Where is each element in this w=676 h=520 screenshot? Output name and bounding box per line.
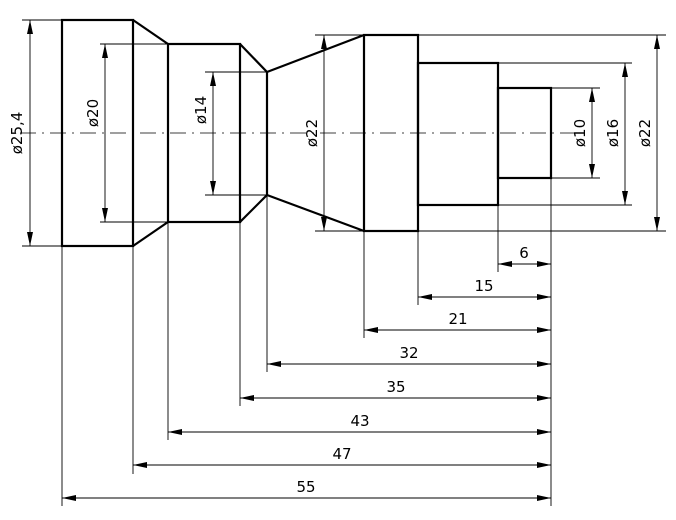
label-d10: ø10 — [571, 119, 589, 147]
label-d14: ø14 — [192, 96, 210, 124]
chamfer-bot-2 — [239, 194, 268, 223]
label-d22-right: ø22 — [636, 119, 654, 147]
part-outline — [60, 18, 553, 248]
label-len-6: 6 — [519, 244, 529, 262]
label-len-47: 47 — [332, 445, 351, 463]
label-len-43: 43 — [350, 412, 369, 430]
diameter-dims — [27, 20, 660, 246]
label-d20: ø20 — [84, 99, 102, 127]
label-len-15: 15 — [474, 277, 493, 295]
section-d16 — [416, 61, 500, 207]
label-d22-mid: ø22 — [303, 119, 321, 147]
taper-top — [266, 33, 365, 74]
chamfer-top-2 — [239, 43, 268, 73]
section-d10 — [496, 86, 553, 180]
label-d16: ø16 — [604, 119, 622, 147]
label-len-55: 55 — [296, 478, 315, 496]
label-len-21: 21 — [448, 310, 467, 328]
length-dims — [62, 261, 551, 501]
section-d20 — [166, 42, 242, 224]
taper-bot — [266, 193, 365, 233]
chamfer-top-1 — [132, 19, 169, 45]
label-len-32: 32 — [399, 344, 418, 362]
section-d25-4 — [60, 18, 135, 248]
label-d25-4: ø25,4 — [8, 112, 26, 155]
label-len-35: 35 — [386, 378, 405, 396]
chamfer-bot-1 — [132, 221, 169, 247]
extension-lines — [22, 19, 666, 506]
